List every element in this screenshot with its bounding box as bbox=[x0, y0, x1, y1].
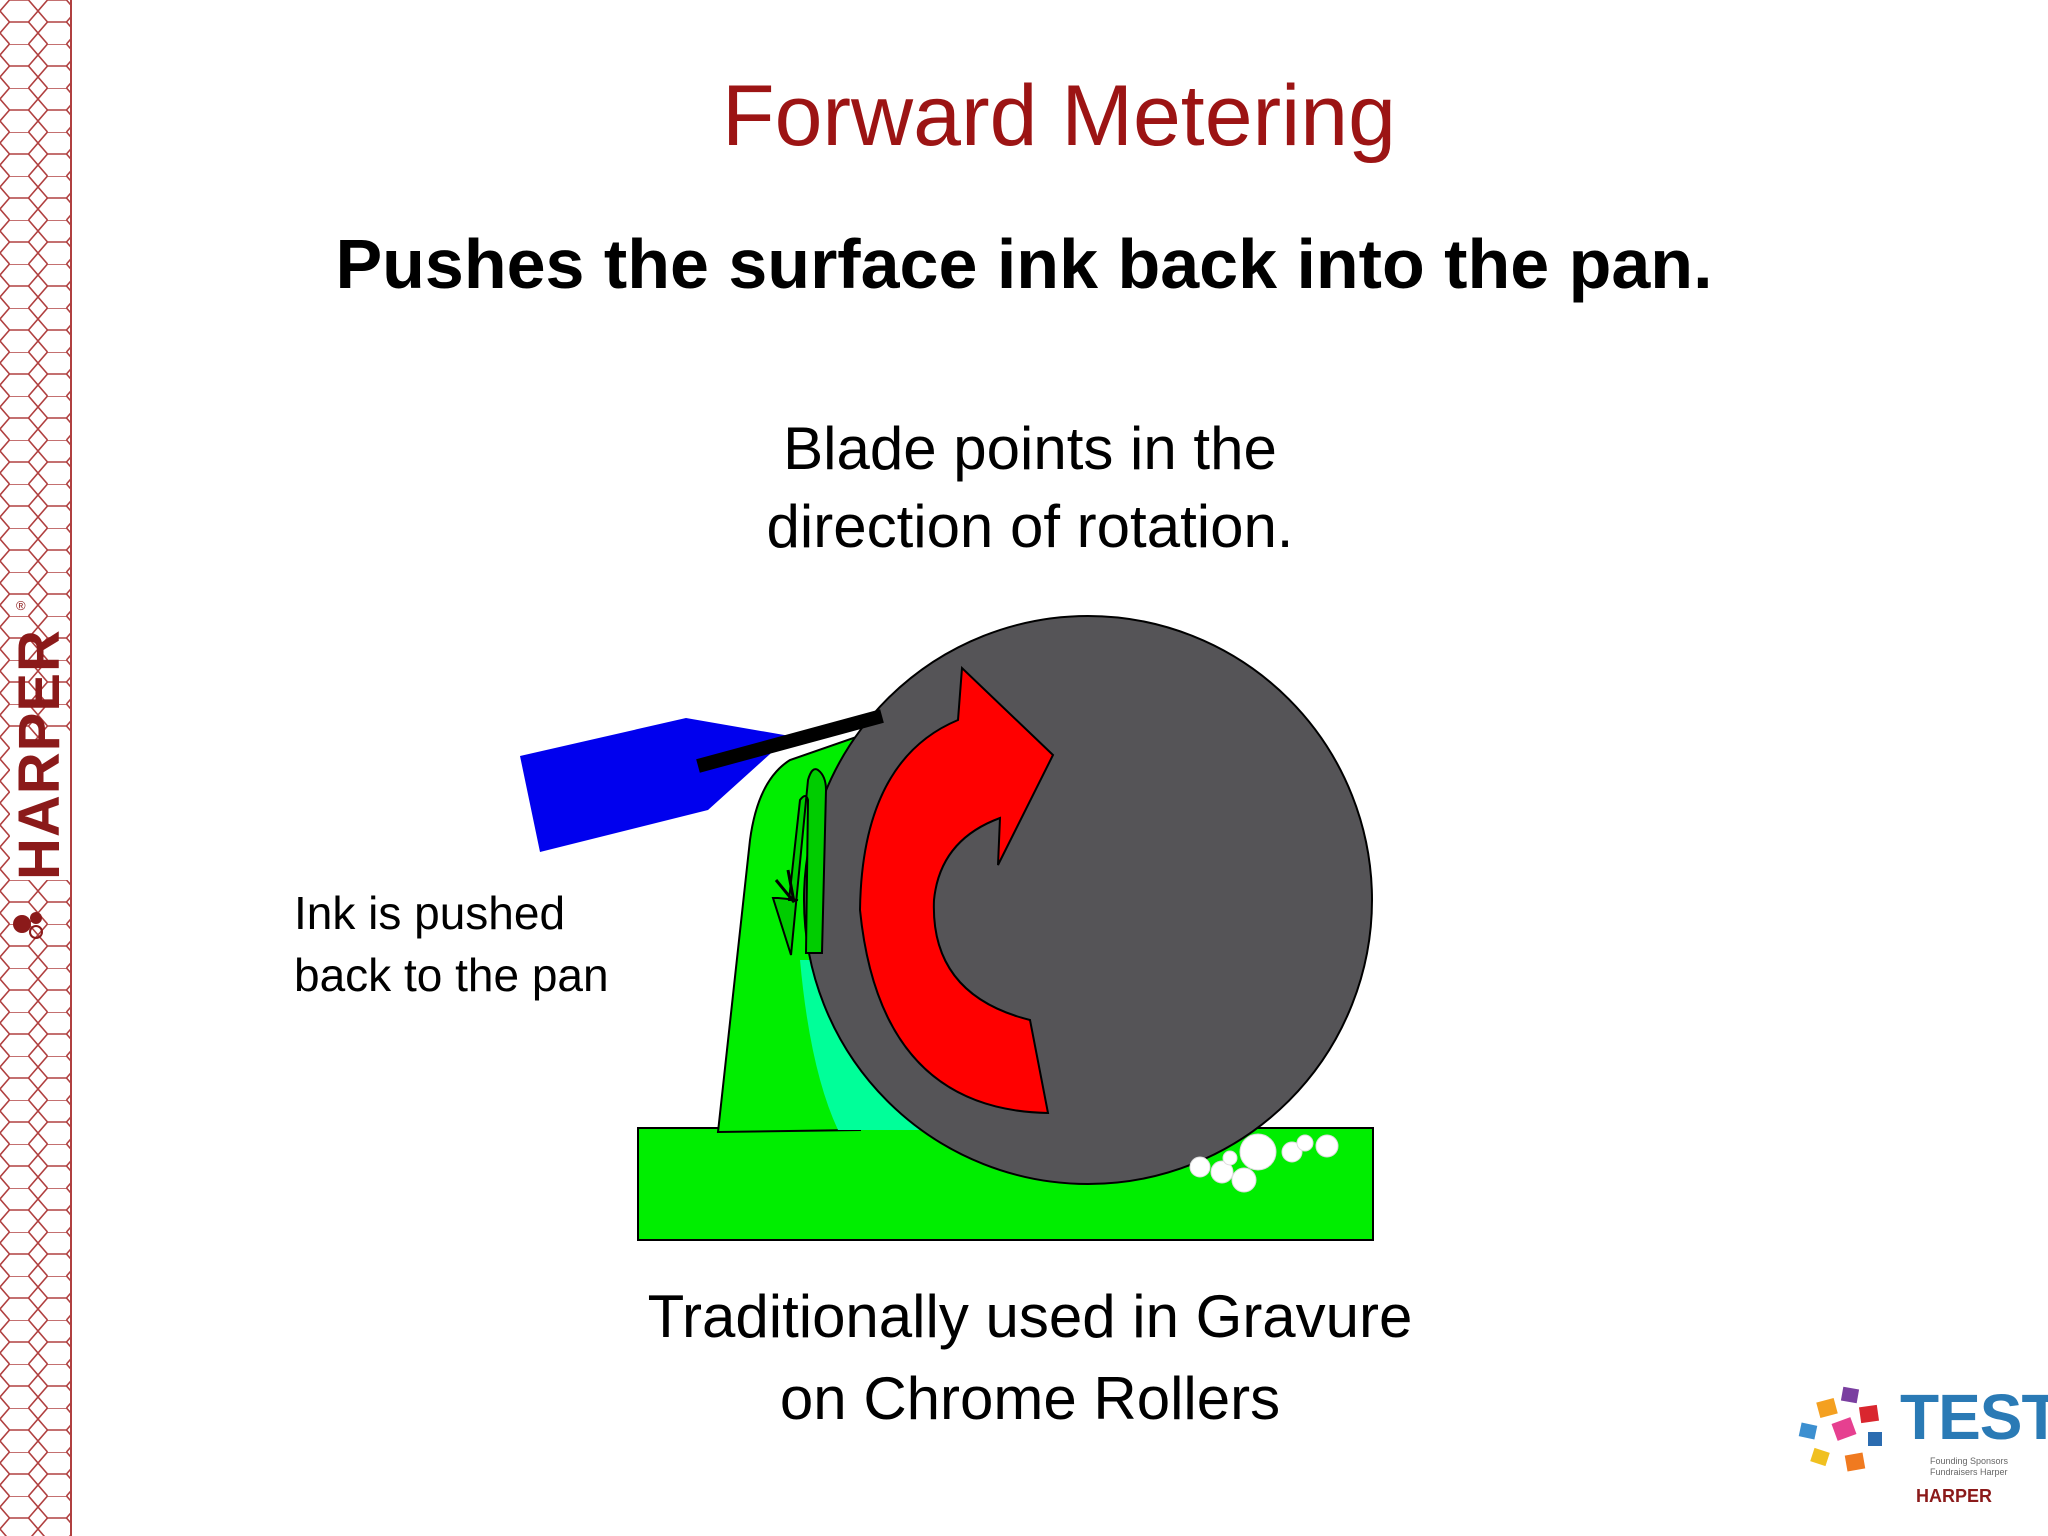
ink-flow-arrow bbox=[771, 768, 828, 956]
ink-note-line-2: back to the pan bbox=[294, 949, 609, 1001]
blade-note-line-2: direction of rotation. bbox=[766, 493, 1294, 560]
test-logo-icon bbox=[1798, 1386, 1882, 1472]
doctor-blade bbox=[696, 709, 884, 773]
ink-note-line-1: Ink is pushed bbox=[294, 887, 566, 939]
test-logo-tagline: Founding Sponsors Fundraisers Harper bbox=[1930, 1456, 2009, 1477]
ink-bubbles bbox=[1189, 1133, 1339, 1193]
rotation-arrow bbox=[858, 665, 1055, 1115]
harper-logo-icon bbox=[13, 912, 43, 939]
bottom-note-line-1: Traditionally used in Gravure bbox=[647, 1283, 1413, 1350]
bottom-note-line-2: on Chrome Rollers bbox=[779, 1365, 1281, 1432]
slide-title: Forward Metering bbox=[722, 68, 1396, 164]
test-logo-word: TEST bbox=[1900, 1381, 2048, 1453]
gravure-usage-note: Traditionally used in Gravure on Chrome … bbox=[560, 1276, 1500, 1440]
blade-holder bbox=[520, 718, 790, 852]
ink-flow-arrowhead bbox=[774, 869, 796, 903]
registered-mark: ® bbox=[16, 598, 26, 613]
blade-direction-note: Blade points in the direction of rotatio… bbox=[680, 410, 1380, 566]
slide-subtitle: Pushes the surface ink back into the pan… bbox=[335, 225, 1713, 303]
test-logo: TEST Founding Sponsors Fundraisers Harpe… bbox=[1790, 1380, 2048, 1530]
ink-pushed-note: Ink is pushed back to the pan bbox=[294, 882, 674, 1006]
blade-note-line-1: Blade points in the bbox=[783, 415, 1277, 482]
test-logo-harper: HARPER bbox=[1916, 1486, 1993, 1506]
sidebar-decoration: HARPER ® bbox=[0, 0, 74, 1536]
